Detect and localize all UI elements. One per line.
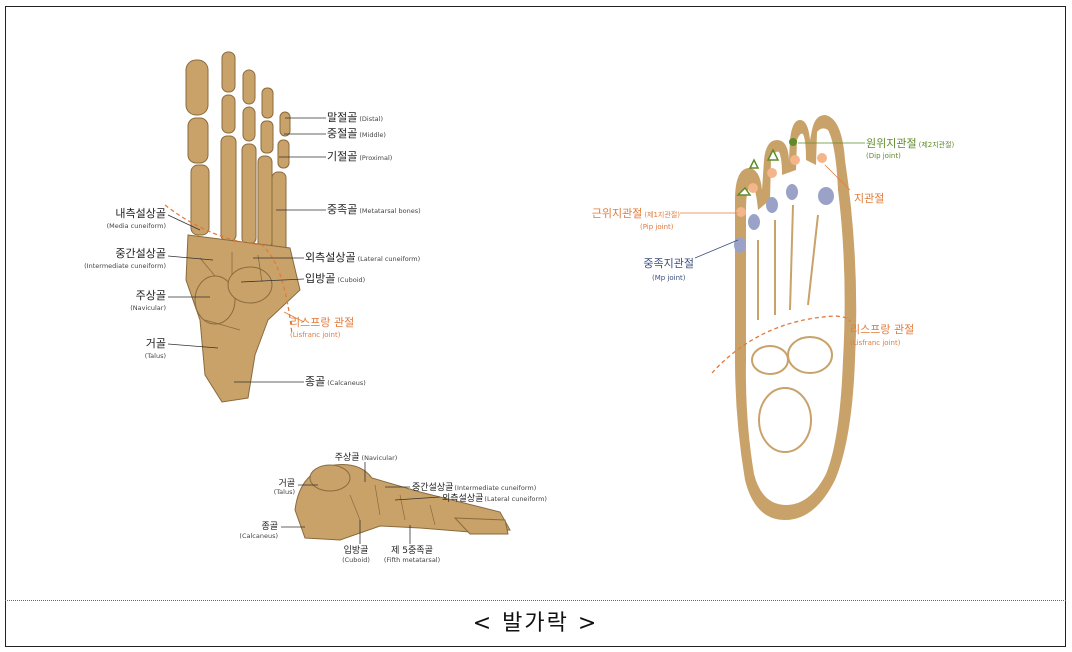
label-lateral-intermediate-cuneiform-en: (Intermediate cuneiform) [454, 484, 536, 492]
label-navicular: 주상골 [136, 289, 166, 302]
svg-text:원위지관절(제2지관절): 원위지관절(제2지관절) [866, 137, 955, 150]
label-pip-joint-en: (Pip joint) [640, 223, 674, 231]
label-talus: 거골 [146, 337, 166, 350]
label-fifth-metatarsal-en: (Fifth metatarsal) [384, 556, 440, 564]
label-medial-cuneiform-en: (Media cuneiform) [107, 222, 166, 230]
dorsal-foot-skeleton: 말절골(Distal) 중절골(Middle) 기절골(Proximal) 중족… [84, 52, 421, 402]
label-lisfranc-footprint-en: (Lisfranc joint) [850, 339, 901, 347]
label-metatarsal: 중족골 [327, 203, 357, 216]
svg-text:기절골(Proximal): 기절골(Proximal) [327, 150, 392, 163]
label-distal: 말절골 [327, 111, 357, 124]
label-lisfranc-footprint: 리스프랑 관절 [850, 323, 914, 336]
svg-text:근위지관절(제1지관절): 근위지관절(제1지관절) [592, 207, 681, 220]
label-metatarsal-en: (Metatarsal bones) [359, 207, 420, 215]
label-lateral-cuneiform-en: (Lateral cuneiform) [358, 255, 421, 263]
caption-divider [5, 600, 1066, 601]
label-lateral-calcaneus-en: (Calcaneus) [239, 532, 278, 540]
label-middle-en: (Middle) [359, 131, 386, 139]
svg-text:중절골(Middle): 중절골(Middle) [327, 127, 386, 140]
label-intermediate-cuneiform-en: (Intermediate cuneiform) [84, 262, 166, 270]
svg-text:외측설상골(Lateral cuneiform): 외측설상골(Lateral cuneiform) [442, 492, 547, 504]
label-proximal-en: (Proximal) [359, 154, 392, 162]
svg-text:외측설상골(Lateral cuneiform): 외측설상골(Lateral cuneiform) [305, 251, 420, 264]
label-lateral-lateral-cuneiform-en: (Lateral cuneiform) [484, 495, 547, 503]
label-lateral-cuboid: 입방골 [344, 544, 369, 556]
label-lisfranc-dorsal: 리스프랑 관절 [290, 316, 354, 329]
label-navicular-en: (Navicular) [130, 304, 166, 312]
label-lateral-cuboid-en: (Cuboid) [342, 556, 370, 564]
label-calcaneus-en: (Calcaneus) [327, 379, 366, 387]
label-dip-joint-en: (Dip joint) [866, 152, 901, 160]
label-lateral-intermediate-cuneiform: 중간설상골 [412, 482, 453, 493]
footprint-joint-diagram: 원위지관절(제2지관절) (Dip joint) 지관절 근위지관절(제1지관절… [592, 115, 955, 520]
label-dip-joint: 원위지관절 [866, 137, 917, 150]
label-proximal: 기절골 [327, 150, 357, 163]
svg-text:주상골(Navicular): 주상골(Navicular) [335, 452, 398, 463]
label-lateral-lateral-cuneiform: 외측설상골 [442, 492, 483, 504]
label-lateral-cuneiform: 외측설상골 [305, 251, 356, 264]
svg-text:말절골(Distal): 말절골(Distal) [327, 111, 383, 124]
label-cuboid-en: (Cuboid) [337, 276, 365, 284]
label-lateral-calcaneus: 종골 [261, 521, 278, 532]
label-cuboid: 입방골 [305, 272, 335, 285]
label-dip-joint-paren: (제2지관절) [919, 140, 955, 149]
label-mp-joint: 중족지관절 [643, 257, 694, 270]
label-distal-en: (Distal) [359, 115, 383, 123]
label-toe-joint: 지관절 [854, 192, 884, 205]
svg-text:중족골(Metatarsal bones): 중족골(Metatarsal bones) [327, 203, 421, 216]
label-mp-joint-en: (Mp joint) [652, 274, 686, 282]
figure-caption: < 발가락 > [5, 604, 1066, 644]
svg-text:입방골(Cuboid): 입방골(Cuboid) [305, 272, 365, 285]
lateral-foot-skeleton: 주상골(Navicular) 거골 (Talus) 중간설상골(Intermed… [239, 452, 547, 564]
label-pip-joint-paren: (제1지관절) [644, 210, 680, 219]
label-lateral-talus-en: (Talus) [274, 488, 295, 496]
label-intermediate-cuneiform: 중간설상골 [115, 247, 166, 260]
label-lisfranc-dorsal-en: (Lisfranc joint) [290, 331, 341, 339]
label-fifth-metatarsal: 제 5중족골 [391, 545, 433, 556]
svg-text:종골(Calcaneus): 종골(Calcaneus) [305, 375, 366, 388]
svg-text:중간설상골(Intermediate cuneiform): 중간설상골(Intermediate cuneiform) [412, 482, 536, 493]
foot-anatomy-illustration: 말절골(Distal) 중절골(Middle) 기절골(Proximal) 중족… [0, 0, 1072, 600]
label-talus-en: (Talus) [145, 352, 166, 360]
label-calcaneus: 종골 [305, 375, 325, 388]
label-pip-joint: 근위지관절 [592, 207, 643, 220]
label-lateral-navicular-en: (Navicular) [362, 454, 398, 462]
label-medial-cuneiform: 내측설상골 [115, 207, 166, 220]
label-middle: 중절골 [327, 127, 357, 140]
label-lateral-navicular: 주상골 [335, 452, 360, 463]
